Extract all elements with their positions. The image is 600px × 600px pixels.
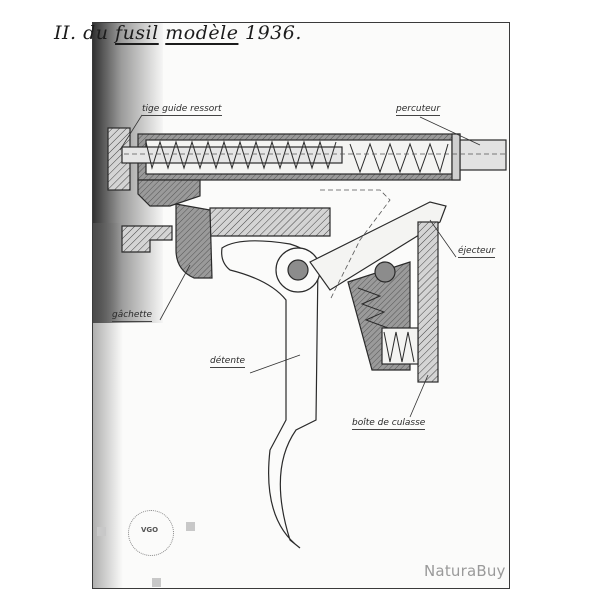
- label-detente: détente: [210, 356, 246, 368]
- leader-lines: [119, 114, 481, 418]
- scan-mark: [186, 522, 195, 531]
- stamp-text: VGO: [141, 526, 159, 534]
- library-stamp: [128, 510, 174, 556]
- label-boite-de-culasse: boîte de culasse: [352, 418, 426, 430]
- diagram-page: [92, 22, 510, 589]
- scan-mark: [97, 527, 106, 536]
- label-percuteur: percuteur: [396, 104, 441, 116]
- title-suffix: 1936.: [238, 22, 302, 44]
- label-gachette: gâchette: [112, 310, 153, 322]
- coil-spring: [145, 140, 449, 174]
- diagram-title: II. du fusil modèle 1936.: [54, 22, 302, 44]
- naturabuy-watermark: NaturaBuy: [424, 562, 506, 580]
- ejecteur-part: [309, 201, 447, 383]
- detente-part: [221, 240, 321, 549]
- lower-housing: [121, 179, 331, 253]
- label-ejecteur: éjecteur: [458, 246, 495, 258]
- scan-mark: [152, 578, 161, 587]
- gachette-part: [175, 203, 213, 279]
- title-prefix: II. du: [54, 22, 116, 44]
- construction-lines: [124, 153, 508, 301]
- title-word-fusil: fusil: [115, 22, 159, 44]
- label-tige-guide-ressort: tige guide ressort: [142, 104, 222, 116]
- title-word-modele: modèle: [165, 22, 239, 44]
